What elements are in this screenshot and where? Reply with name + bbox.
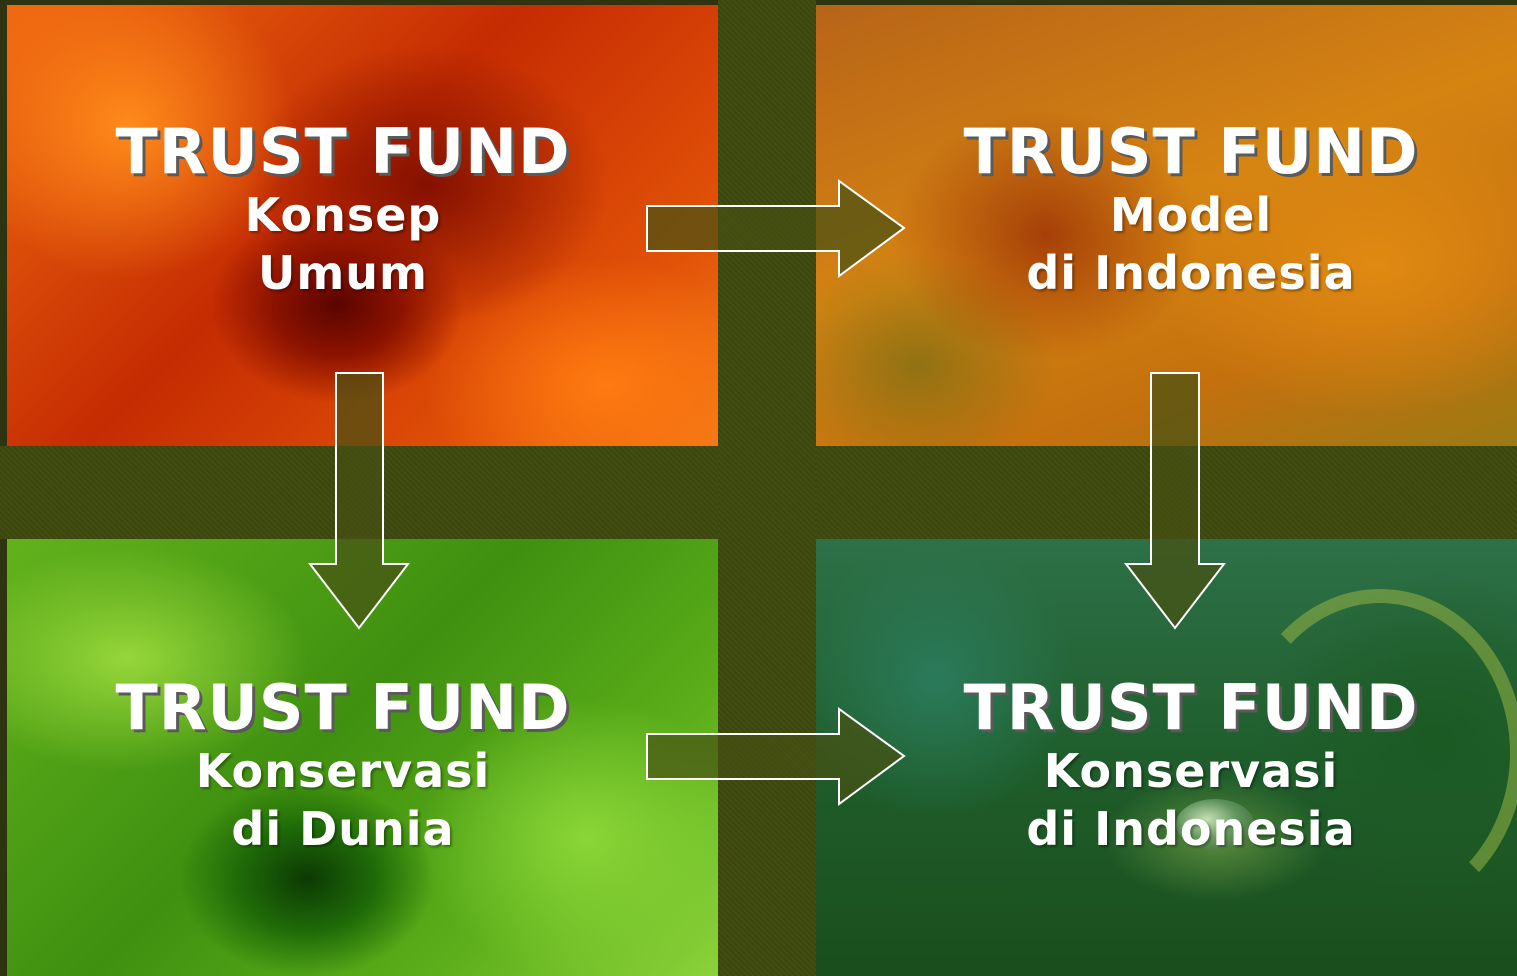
panel-1-line1: Konsep xyxy=(244,188,442,242)
arrow-down-right xyxy=(1123,372,1227,630)
panel-1-label: TRUST FUND Konsep Umum xyxy=(43,118,643,302)
panel-2-line1: Model xyxy=(1109,188,1273,242)
panel-3-title: TRUST FUND xyxy=(115,671,571,744)
panel-1-line2: Umum xyxy=(258,246,428,300)
panel-3-label: TRUST FUND Konservasi di Dunia xyxy=(43,674,643,858)
panel-4-line2: di Indonesia xyxy=(1026,802,1356,856)
panel-4-title: TRUST FUND xyxy=(963,671,1419,744)
panel-2-label: TRUST FUND Model di Indonesia xyxy=(891,118,1491,302)
arrow-right-top xyxy=(646,179,906,278)
water-droplet-shape xyxy=(1176,799,1254,849)
background-vertical-band xyxy=(718,0,816,976)
panel-2-title: TRUST FUND xyxy=(963,115,1419,188)
panel-3-line1: Konservasi xyxy=(195,744,491,798)
panel-4-line1: Konservasi xyxy=(1043,744,1339,798)
arrow-down-left xyxy=(307,372,411,630)
panel-1-title: TRUST FUND xyxy=(115,115,571,188)
panel-3-line2: di Dunia xyxy=(231,802,455,856)
panel-4-label: TRUST FUND Konservasi di Indonesia xyxy=(891,674,1491,858)
arrow-right-bottom xyxy=(646,707,906,806)
panel-2-line2: di Indonesia xyxy=(1026,246,1356,300)
